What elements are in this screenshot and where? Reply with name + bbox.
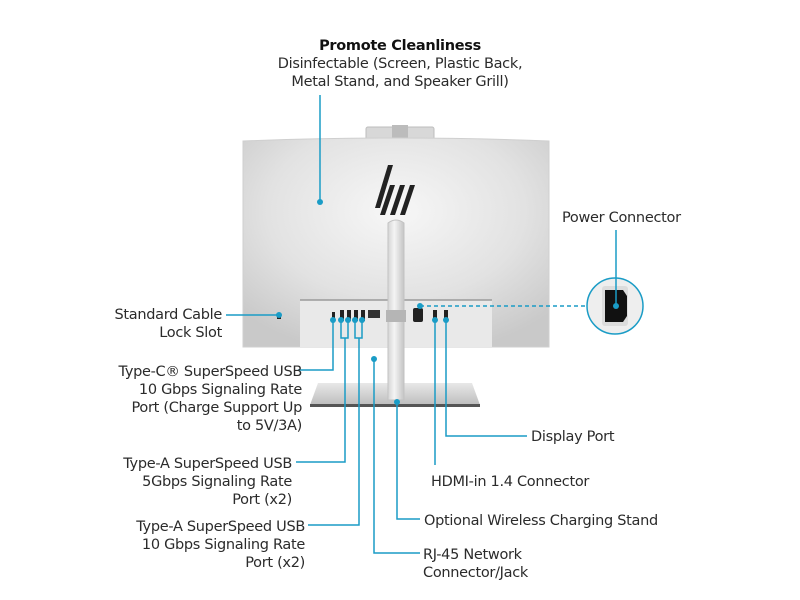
hp-logo — [375, 165, 415, 215]
callout-wireless-charging: Optional Wireless Charging Stand — [424, 513, 658, 529]
usb-a-port — [340, 310, 344, 321]
callout-rj45: RJ-45 Network Connector/Jack — [423, 547, 529, 581]
callout-display-port: Display Port — [531, 429, 615, 445]
callout-cleanliness: Promote Cleanliness Disinfectable (Scree… — [250, 37, 550, 91]
rj45-port — [368, 310, 380, 318]
callout-hdmi: HDMI-in 1.4 Connector — [431, 474, 590, 490]
stand — [310, 219, 480, 407]
callout-dots — [276, 199, 619, 405]
callout-title: Promote Cleanliness — [319, 38, 481, 54]
displayport-port — [444, 310, 448, 321]
callout-power-connector: Power Connector — [562, 210, 681, 226]
callout-lines — [226, 95, 617, 554]
callout-usb-a-5gbps: Type-A SuperSpeed USB 5Gbps Signaling Ra… — [123, 456, 292, 508]
callout-cable-lock: Standard Cable Lock Slot — [114, 307, 222, 341]
usb-a-port — [347, 310, 351, 321]
hdmi-port — [433, 310, 437, 321]
usb-a-port — [361, 310, 365, 321]
power-port — [413, 308, 423, 322]
usb-a-port — [354, 310, 358, 321]
callout-usb-a-10gbps: Type-A SuperSpeed USB 10 Gbps Signaling … — [136, 519, 305, 571]
webcam — [365, 125, 435, 142]
usb-c-port — [332, 312, 335, 320]
callout-usb-c: Type-C® SuperSpeed USB 10 Gbps Signaling… — [118, 364, 303, 434]
